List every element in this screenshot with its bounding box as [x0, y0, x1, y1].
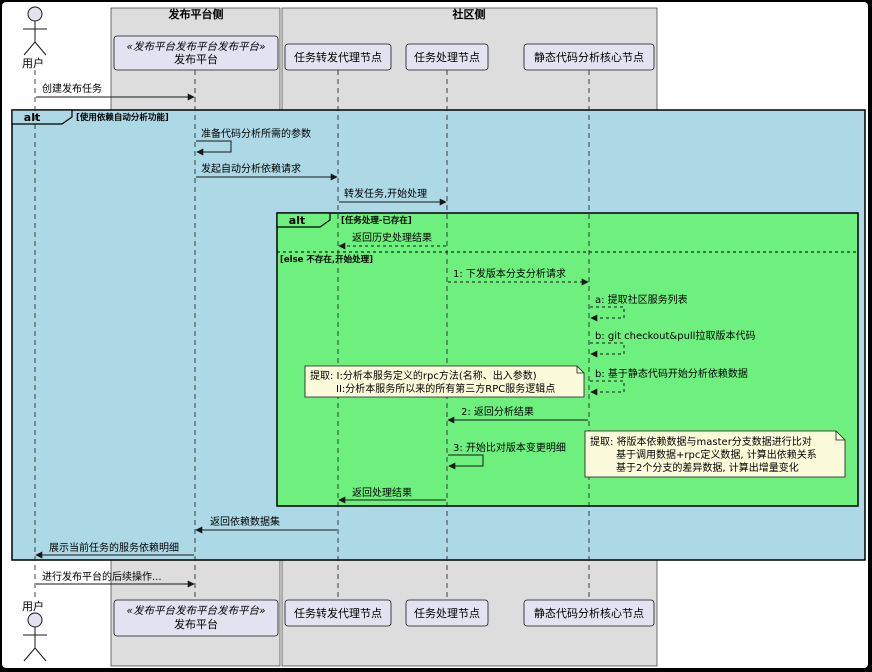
note-left: 提取: I:分析本服务定义的rpc方法(名称、出入参数) II:分析本服务所以来…: [304, 365, 585, 398]
participant-processor-label-top: 任务处理节点: [414, 51, 480, 64]
participant-processor-top: 任务处理节点: [405, 43, 489, 71]
message-12-label: 返回处理结果: [352, 486, 412, 499]
message-10-label: 2: 返回分析结果: [461, 405, 534, 418]
message-1-label: 创建发布任务: [42, 82, 102, 95]
outer-alt-guard: [使用依赖自动分析功能]: [76, 112, 169, 123]
message-14-label: 展示当前任务的服务依赖明细: [49, 541, 179, 554]
participant-proxy-top: 任务转发代理节点: [284, 43, 392, 71]
message-13-label: 返回依赖数据集: [210, 515, 280, 528]
actor-figure-icon: [23, 6, 47, 56]
message-2-label: 准备代码分析所需的参数: [201, 127, 311, 140]
message-14: 展示当前任务的服务依赖明细: [35, 541, 194, 559]
participant-platform-name-top: 发布平台: [174, 52, 218, 66]
participant-platform-stereotype-top: «发布平台发布平台发布平台»: [127, 41, 266, 53]
participant-platform-bottom: «发布平台发布平台发布平台» 发布平台: [113, 599, 279, 637]
message-13: 返回依赖数据集: [195, 515, 337, 534]
message-10: 2: 返回分析结果: [447, 405, 588, 424]
message-15: 进行发布平台的后续操作...: [36, 570, 195, 588]
message-8-label: b: git checkout&pull拉取版本代码: [595, 329, 755, 342]
participant-processor-bottom: 任务处理节点: [405, 599, 489, 627]
message-5-return: 返回历史处理结果: [338, 231, 446, 250]
message-11-label: 3: 开始比对版本变更明细: [453, 441, 566, 454]
note-left-line-1: 提取: I:分析本服务定义的rpc方法(名称、出入参数): [310, 369, 537, 382]
inner-alt-else-guard: [else 不存在,开始处理]: [280, 254, 373, 265]
note-right-line-2: 基于调用数据+rpc定义数据, 计算出依赖关系: [616, 448, 817, 461]
actor-user-bottom: 用户: [22, 599, 47, 662]
participant-analyzer-label-bottom: 静态代码分析核心节点: [534, 606, 644, 620]
box-community-side-title: 社区侧: [452, 7, 486, 21]
participant-platform-top: «发布平台发布平台发布平台» 发布平台: [113, 35, 279, 71]
note-right-line-3: 基于2个分支的差异数据, 计算出增量变化: [616, 461, 799, 474]
participant-analyzer-bottom: 静态代码分析核心节点: [523, 599, 655, 627]
inner-alt-keyword: alt: [289, 214, 305, 227]
box-platform-side-title: 发布平台侧: [168, 7, 224, 21]
inner-alt-guard: [任务处理-已存在]: [341, 215, 412, 226]
participant-processor-label-bottom: 任务处理节点: [414, 607, 480, 620]
note-right: 提取: 将版本依赖数据与master分支数据进行比对 基于调用数据+rpc定义数…: [584, 430, 846, 478]
message-11-self: 3: 开始比对版本变更明细: [448, 441, 566, 470]
outer-alt-keyword: alt: [24, 111, 40, 124]
actor-user-label-bottom: 用户: [22, 599, 44, 613]
note-left-line-2: II:分析本服务所以来的所有第三方RPC服务逻辑点: [336, 382, 555, 395]
message-3-label: 发起自动分析依赖请求: [201, 162, 301, 175]
participant-proxy-bottom: 任务转发代理节点: [284, 599, 392, 627]
message-4-label: 转发任务,开始处理: [344, 187, 427, 200]
message-8-self: b: git checkout&pull拉取版本代码: [590, 329, 755, 358]
actor-figure-icon: [23, 612, 47, 662]
message-2-self: 准备代码分析所需的参数: [196, 127, 311, 156]
message-7-self: a: 提取社区服务列表: [590, 293, 688, 322]
message-6-async: 1: 下发版本分支分析请求: [448, 267, 589, 286]
message-15-label: 进行发布平台的后续操作...: [42, 570, 162, 583]
participant-analyzer-label-top: 静态代码分析核心节点: [534, 50, 644, 64]
message-9-label: b: 基于静态代码开始分析依赖数据: [595, 367, 748, 380]
participant-analyzer-top: 静态代码分析核心节点: [523, 43, 655, 71]
message-6-label: 1: 下发版本分支分析请求: [453, 267, 566, 280]
message-4: 转发任务,开始处理: [339, 187, 447, 206]
actor-user-label-top: 用户: [22, 56, 44, 70]
note-right-line-1: 提取: 将版本依赖数据与master分支数据进行比对: [590, 435, 812, 448]
message-12: 返回处理结果: [338, 486, 446, 504]
lifelines: [34, 70, 590, 600]
actor-user-top: 用户: [22, 6, 47, 70]
participant-proxy-label-bottom: 任务转发代理节点: [294, 606, 382, 620]
message-3: 发起自动分析依赖请求: [196, 162, 338, 181]
participant-platform-name-bottom: 发布平台: [174, 617, 218, 631]
message-7-label: a: 提取社区服务列表: [595, 293, 688, 306]
participant-proxy-label-top: 任务转发代理节点: [294, 50, 382, 64]
message-9-self: b: 基于静态代码开始分析依赖数据: [590, 367, 748, 396]
message-5-label: 返回历史处理结果: [352, 231, 432, 244]
participant-platform-stereotype-bottom: «发布平台发布平台发布平台»: [127, 605, 266, 617]
message-1: 创建发布任务: [36, 82, 195, 101]
